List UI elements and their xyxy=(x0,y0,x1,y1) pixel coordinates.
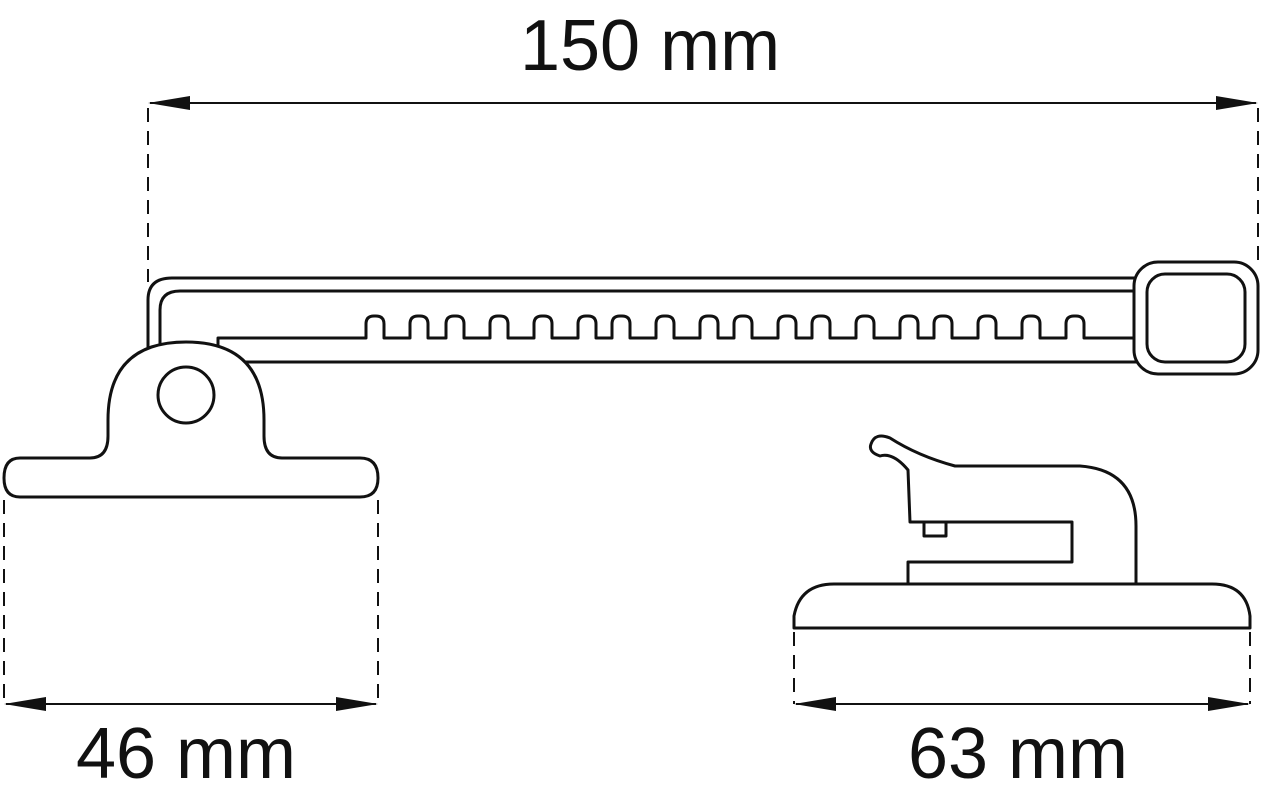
arrowhead-top-left xyxy=(148,96,190,110)
pivot-hole xyxy=(156,365,216,425)
left-bracket xyxy=(2,340,380,499)
right-bracket-catch xyxy=(868,434,1138,586)
arrowhead-right-bracket-b xyxy=(1208,697,1250,711)
dimension-overall-length: 150 mm xyxy=(147,6,1259,282)
label-left-bracket-width: 46 mm xyxy=(76,714,296,794)
stay-arm-slot xyxy=(216,314,1136,352)
arrowhead-top-right xyxy=(1216,96,1258,110)
arrowhead-left-bracket-b xyxy=(336,697,378,711)
label-right-bracket-width: 63 mm xyxy=(908,714,1128,794)
stay-arm xyxy=(146,260,1260,376)
arrowhead-right-bracket-a xyxy=(794,697,836,711)
dimension-right-bracket: 63 mm xyxy=(793,632,1251,794)
right-bracket-base xyxy=(792,582,1252,630)
stay-arm-inner-edge xyxy=(158,289,1142,352)
stay-arm-end-cap-inner xyxy=(1145,272,1247,364)
arrowhead-left-bracket-a xyxy=(4,697,46,711)
label-overall-length: 150 mm xyxy=(520,6,780,86)
dimension-left-bracket: 46 mm xyxy=(3,500,379,794)
right-bracket xyxy=(792,434,1252,630)
right-bracket-pin xyxy=(922,520,948,538)
